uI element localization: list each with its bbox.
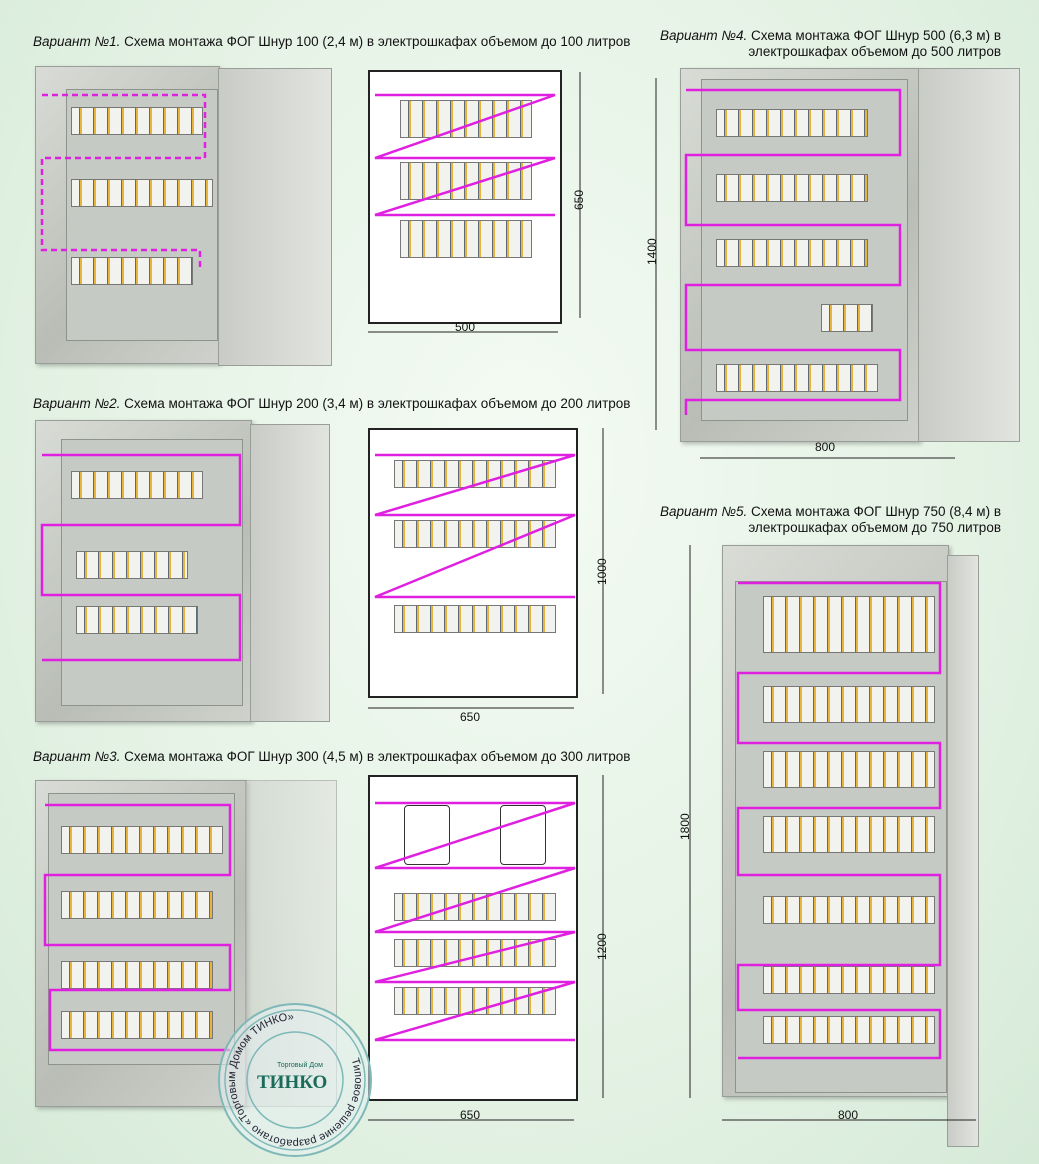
dimension-lines [368, 72, 976, 1121]
caption-variant-3: Вариант №3. Схема монтажа ФОГ Шнур 300 (… [33, 749, 631, 764]
cabinet-photo-3 [35, 780, 247, 1107]
dim-height-4: 1400 [645, 238, 659, 265]
cabinet-drawing-2 [368, 428, 578, 698]
cabinet-door-4 [918, 68, 1020, 442]
dim-height-3: 1200 [595, 933, 609, 960]
caption-variant-4: Вариант №4. Схема монтажа ФОГ Шнур 500 (… [659, 28, 1001, 59]
fog-cable-routes [40, 88, 942, 1060]
cabinet-drawing-3 [368, 775, 578, 1101]
cabinet-photo-1 [35, 66, 220, 364]
cabinet-door-1 [218, 68, 332, 366]
dim-width-2: 650 [460, 710, 481, 724]
dim-width-3: 650 [460, 1108, 481, 1122]
cabinet-photo-4 [680, 68, 920, 442]
dim-width-5: 800 [838, 1108, 859, 1122]
caption-variant-5: Вариант №5. Схема монтажа ФОГ Шнур 750 (… [659, 504, 1001, 535]
caption-variant-1: Вариант №1. Схема монтажа ФОГ Шнур 100 (… [33, 34, 631, 49]
stamp-brand: ТИНКО [257, 1072, 327, 1093]
dim-width-4: 800 [815, 440, 836, 454]
cabinet-door-5 [947, 555, 979, 1147]
dim-width-1: 500 [455, 320, 476, 334]
stamp-brand-sub: Торговый Дом [277, 1061, 323, 1069]
tinko-stamp: Типовое решение разработано «Торговым До… [207, 991, 384, 1164]
caption-variant-2: Вариант №2. Схема монтажа ФОГ Шнур 200 (… [33, 396, 631, 411]
dim-height-1: 650 [572, 189, 586, 210]
dim-height-2: 1000 [595, 558, 609, 585]
cabinet-drawing-1 [368, 70, 562, 324]
cabinet-door-2 [250, 424, 330, 722]
cabinet-photo-2 [35, 420, 252, 722]
cabinet-photo-5 [722, 545, 949, 1097]
dim-height-5: 1800 [678, 813, 692, 840]
